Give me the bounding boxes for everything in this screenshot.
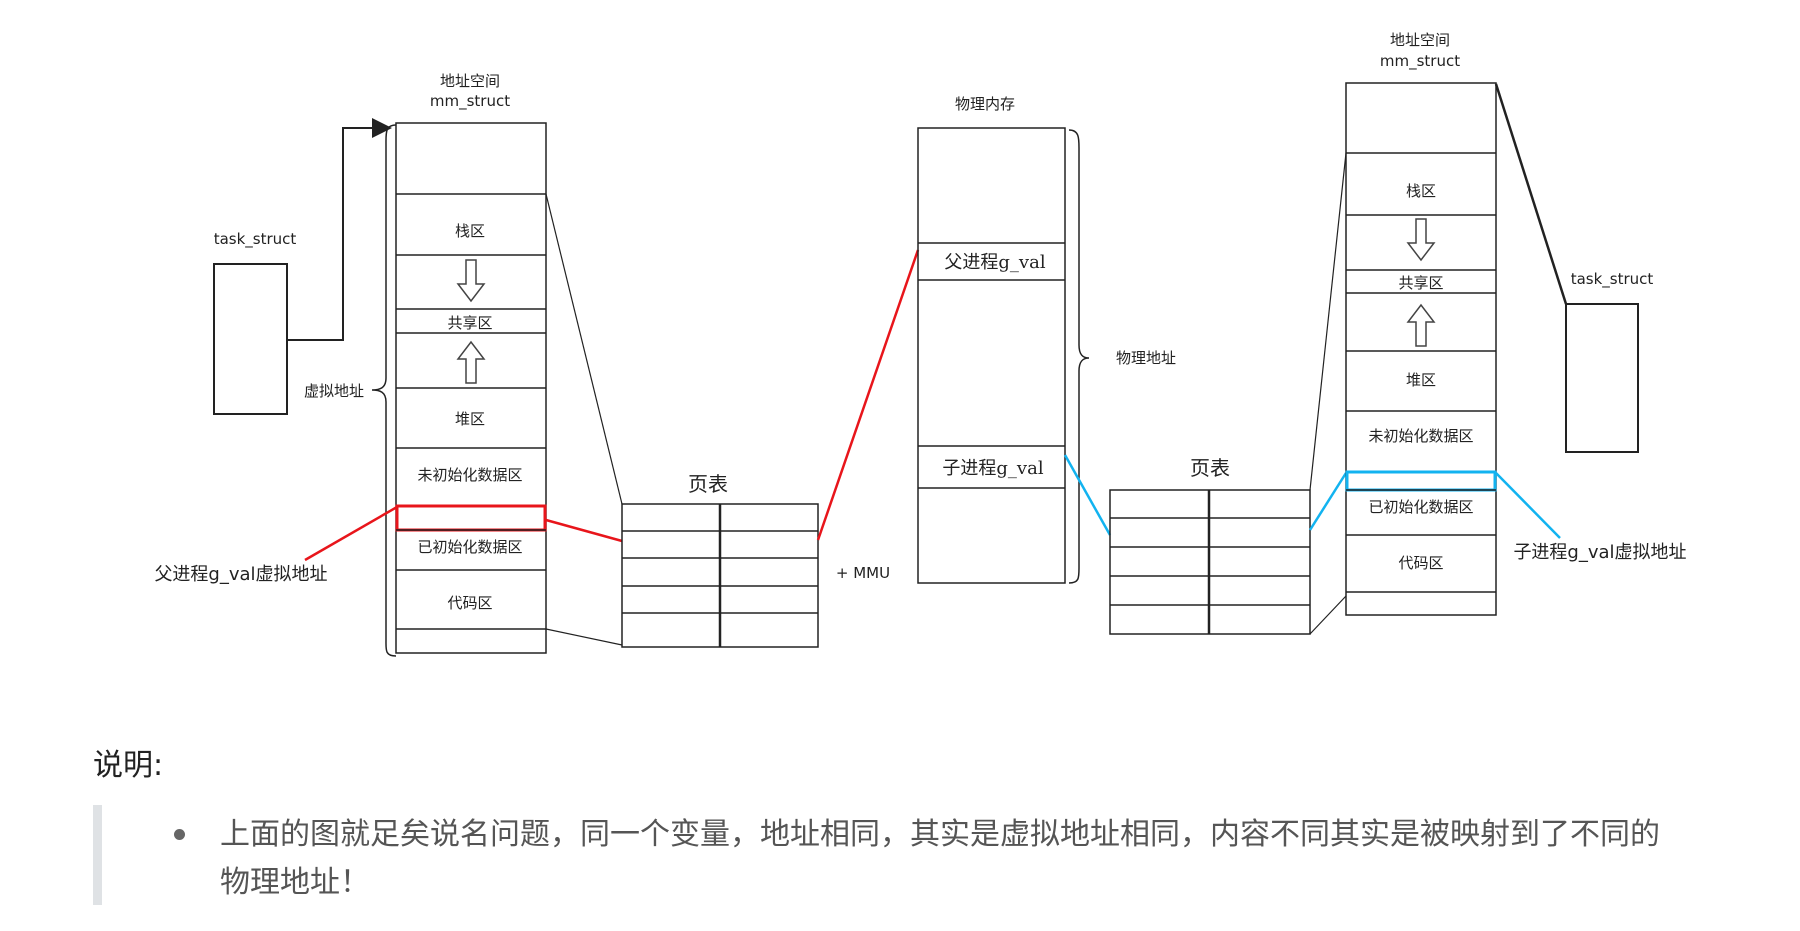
physical-memory-title: 物理内存	[955, 95, 1015, 113]
explanation-heading: 说明:	[93, 748, 164, 783]
right-space-title-line1: 地址空间	[1390, 31, 1450, 49]
right-heap-growth-arrow	[1406, 303, 1436, 347]
virtual-address-brace	[371, 124, 397, 657]
mmu-label: + MMU	[836, 564, 890, 582]
physical-child-g-val: 子进程g_val	[942, 458, 1043, 479]
parent-var-pointer-line	[304, 505, 398, 562]
left-space-title-line2: mm_struct	[430, 92, 510, 111]
parent-var-virtual-label: 父进程g_val虚拟地址	[154, 564, 327, 585]
left-g-val-highlight	[395, 504, 547, 532]
left-address-space-column	[395, 122, 547, 654]
physical-memory-column	[917, 127, 1066, 584]
left-region-shared: 共享区	[447, 314, 492, 332]
left-task-to-mm-arrow	[287, 118, 392, 341]
left-region-heap: 堆区	[455, 410, 485, 428]
right-space-title-line2: mm_struct	[1380, 52, 1460, 71]
address-space-diagram: task_struct 地址空间 mm_struct 栈区 共享区 堆区 未初始…	[154, 31, 1687, 657]
left-task-struct-label: task_struct	[214, 230, 297, 249]
right-task-struct-box	[1565, 303, 1639, 453]
right-page-table-title: 页表	[1190, 456, 1230, 480]
left-red-mapping	[545, 518, 623, 543]
right-region-heap: 堆区	[1406, 371, 1436, 389]
left-heap-growth-arrow	[456, 340, 486, 384]
virtual-address-label: 虚拟地址	[304, 382, 364, 400]
left-page-table-grid	[621, 503, 819, 648]
right-table-lower-guide	[1309, 595, 1347, 635]
left-table-lower-guide	[545, 628, 623, 646]
bullet-dot	[174, 829, 185, 840]
right-g-val-highlight	[1345, 470, 1497, 492]
explanation-blockquote: 上面的图就足矣说名问题，同一个变量，地址相同，其实是虚拟地址相同，内容不同其实是…	[93, 805, 1660, 905]
right-stack-growth-arrow	[1406, 218, 1436, 262]
explanation-text: 上面的图就足矣说名问题，同一个变量，地址相同，其实是虚拟地址相同，内容不同其实是…	[220, 817, 1660, 900]
physical-parent-g-val: 父进程g_val	[944, 252, 1045, 273]
left-region-data: 已初始化数据区	[417, 538, 522, 556]
left-stack-growth-arrow	[456, 259, 486, 303]
child-var-pointer-line	[1495, 472, 1561, 539]
right-region-bss: 未初始化数据区	[1368, 427, 1473, 445]
right-page-table-grid	[1109, 489, 1311, 635]
right-region-shared: 共享区	[1398, 274, 1443, 292]
right-region-stack: 栈区	[1406, 182, 1436, 200]
parent-to-physical-link	[816, 249, 920, 541]
right-table-upper-guide	[1309, 152, 1347, 491]
right-task-to-mm-link	[1494, 83, 1568, 305]
physical-address-label: 物理地址	[1116, 349, 1176, 367]
right-address-space-column	[1345, 82, 1497, 616]
left-region-stack: 栈区	[455, 222, 485, 240]
left-region-bss: 未初始化数据区	[417, 466, 522, 484]
right-blue-mapping	[1308, 472, 1348, 531]
left-table-upper-guide	[545, 193, 623, 505]
right-task-struct-label: task_struct	[1571, 270, 1654, 289]
left-space-title-line1: 地址空间	[440, 72, 500, 90]
child-var-virtual-label: 子进程g_val虚拟地址	[1513, 542, 1686, 563]
left-page-table-title: 页表	[688, 472, 728, 496]
right-region-data: 已初始化数据区	[1368, 498, 1473, 516]
right-region-text: 代码区	[1398, 554, 1443, 572]
child-to-physical-link	[1063, 454, 1112, 536]
physical-address-brace	[1068, 129, 1090, 584]
left-region-text: 代码区	[447, 594, 492, 612]
left-task-struct-box	[213, 263, 288, 415]
